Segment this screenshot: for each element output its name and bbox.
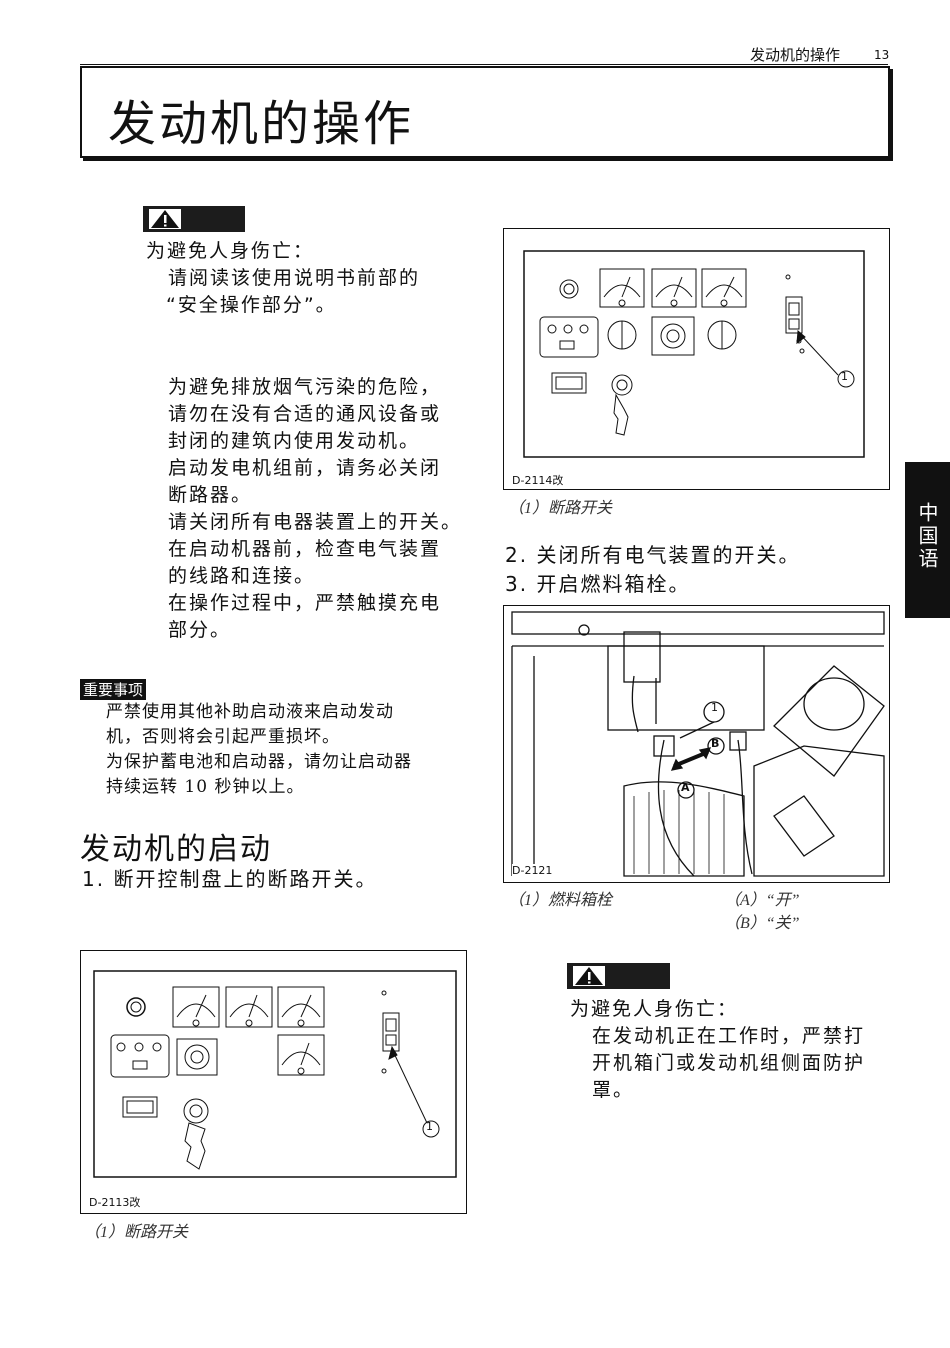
warning-bar: [567, 963, 670, 989]
important-line: 为保护蓄电池和启动器，请勿让启动器: [106, 752, 412, 772]
page-number: 13: [874, 48, 890, 62]
figure-caption: （1）断路开关: [508, 500, 613, 517]
warning2-line: 在操作过程中，严禁触摸充电: [168, 592, 442, 614]
step2-text: 2. 关闭所有电气装置的开关。: [505, 543, 801, 567]
figure-code: D-2121: [512, 864, 553, 877]
warning2-line: 请关闭所有电器装置上的开关。: [168, 511, 463, 533]
caption-close: （B）“关”: [724, 915, 800, 932]
figure-code: D-2114改: [512, 474, 564, 487]
warning-icon: [573, 966, 605, 986]
callout-1: 1: [841, 370, 848, 383]
figure-panel-bottom: 1 D-2113改: [80, 950, 467, 1214]
control-panel-illustration: [93, 970, 457, 1178]
callout-b: B: [711, 737, 720, 750]
warning-icon: [149, 209, 181, 229]
step1-text: 1. 断开控制盘上的断路开关。: [82, 867, 378, 891]
language-tab: 中国语: [905, 462, 950, 618]
warning3-line: 开机箱门或发动机组侧面防护: [592, 1052, 866, 1074]
fuel-tank-illustration: [511, 611, 885, 877]
warning3-line: 在发动机正在工作时，严禁打: [592, 1025, 866, 1047]
running-header: 发动机的操作: [749, 46, 840, 64]
warning2-block: 为避免排放烟气污染的危险， 请勿在没有合适的通风设备或 封闭的建筑内使用发动机。…: [168, 374, 478, 644]
callout-a: A: [681, 781, 690, 794]
control-panel-illustration: [523, 250, 865, 458]
important-label: 重要事项: [80, 679, 147, 700]
warning2-line: 断路器。: [168, 484, 253, 506]
callout-1: 1: [711, 701, 718, 714]
step3-text: 3. 开启燃料箱栓。: [505, 572, 691, 596]
important-line: 持续运转 10 秒钟以上。: [106, 777, 305, 797]
warning2-line: 的线路和连接。: [168, 565, 316, 587]
important-line: 机，否则将会引起严重损坏。: [106, 727, 340, 747]
warning1-line1: 请阅读该使用说明书前部的: [168, 267, 421, 289]
title-box: 发动机的操作: [80, 66, 890, 158]
page-title: 发动机的操作: [108, 96, 415, 152]
figure-caption: （1）断路开关: [84, 1224, 189, 1241]
warning2-line: 部分。: [168, 619, 232, 641]
warning3-intro: 为避免人身伤亡：: [570, 998, 739, 1020]
warning2-line: 启动发电机组前，请务必关闭: [168, 457, 442, 479]
warning2-line: 封闭的建筑内使用发动机。: [168, 430, 421, 452]
warning-bar: [143, 206, 245, 232]
warning2-line: 在启动机器前，检查电气装置: [168, 538, 442, 560]
caption-open: （A）“开”: [724, 892, 800, 909]
important-line: 严禁使用其他补助启动液来启动发动: [106, 702, 394, 722]
warning2-line: 为避免排放烟气污染的危险，: [168, 376, 442, 398]
figure-code: D-2113改: [89, 1196, 141, 1209]
figure-fuel-valve: 1 B A D-2121: [503, 605, 890, 883]
section-heading: 发动机的启动: [80, 832, 272, 867]
warning2-line: 请勿在没有合适的通风设备或: [168, 403, 442, 425]
warning1-intro: 为避免人身伤亡：: [146, 240, 315, 262]
figure-caption: （1）燃料箱栓: [508, 892, 613, 909]
warning3-block: 在发动机正在工作时，严禁打 开机箱门或发动机组侧面防护 罩。: [592, 1023, 892, 1104]
callout-1: 1: [426, 1120, 433, 1133]
language-tab-label: 中国语: [915, 502, 939, 571]
important-block: 严禁使用其他补助启动液来启动发动 机，否则将会引起严重损坏。 为保护蓄电池和启动…: [106, 700, 412, 800]
figure-panel-top: 1 D-2114改: [503, 228, 890, 490]
header-rule: [80, 64, 888, 65]
warning1-line2: “安全操作部分”。: [166, 294, 337, 316]
warning3-line: 罩。: [592, 1079, 635, 1101]
